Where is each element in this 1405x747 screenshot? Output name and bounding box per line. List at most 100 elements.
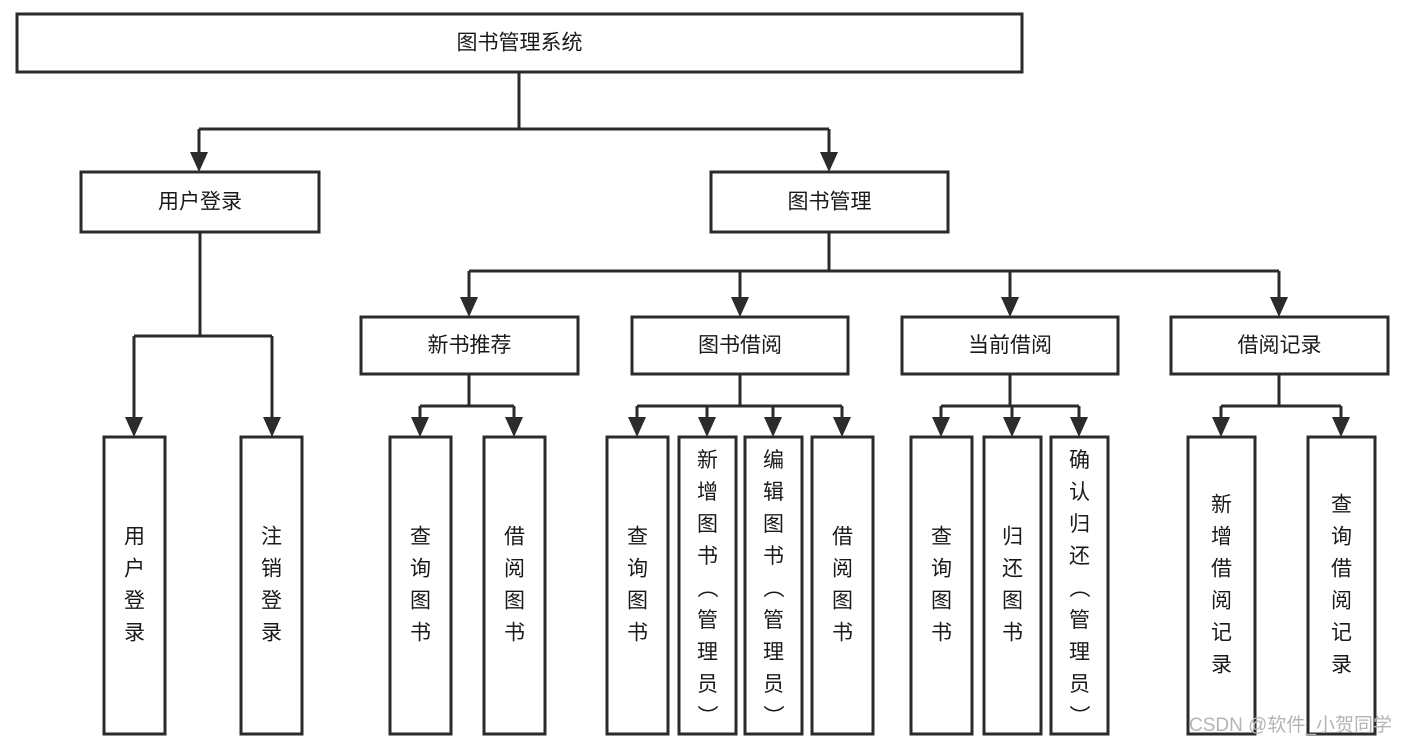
connector-line [820, 129, 838, 172]
arrow-head-icon [820, 152, 838, 172]
node-label: 查询图书 [410, 525, 431, 644]
node-box [239, 435, 304, 736]
node-box [743, 435, 804, 736]
node-label: 新增图书（管理员） [697, 449, 719, 728]
node-leaf-confirm-return[interactable]: 确认归还（管理员） [1049, 435, 1110, 736]
arrow-head-icon [833, 417, 851, 437]
node-box [1169, 315, 1390, 376]
node-leaf-query-book-2[interactable]: 查询图书 [605, 435, 670, 736]
connector-line [411, 406, 429, 437]
node-leaf-query-record[interactable]: 查询借阅记录 [1306, 435, 1377, 736]
node-box [605, 435, 670, 736]
arrow-head-icon [932, 417, 950, 437]
node-new-book-rec[interactable]: 新书推荐 [359, 315, 580, 376]
node-label: 用户登录 [158, 191, 242, 214]
node-book-borrow[interactable]: 图书借阅 [630, 315, 850, 376]
node-label: 图书借阅 [698, 334, 782, 357]
arrow-head-icon [505, 417, 523, 437]
connector-line [190, 129, 208, 172]
node-label: 归还图书 [1002, 525, 1023, 644]
node-box [482, 435, 547, 736]
node-current-borrow[interactable]: 当前借阅 [900, 315, 1120, 376]
connector-line [1270, 271, 1288, 317]
arrow-head-icon [125, 417, 143, 437]
node-label: 查询图书 [627, 525, 648, 644]
node-leaf-edit-book[interactable]: 编辑图书（管理员） [743, 435, 804, 736]
connector-line [125, 336, 143, 437]
node-label: 查询图书 [931, 525, 952, 644]
node-leaf-query-book-3[interactable]: 查询图书 [909, 435, 974, 736]
edge-layer [125, 72, 1350, 437]
connector-line [1332, 406, 1350, 437]
connector-line [505, 406, 523, 437]
node-borrow-record[interactable]: 借阅记录 [1169, 315, 1390, 376]
node-leaf-query-book-1[interactable]: 查询图书 [388, 435, 453, 736]
node-box [909, 435, 974, 736]
arrow-head-icon [1003, 417, 1021, 437]
connector-line [263, 336, 281, 437]
arrow-head-icon [698, 417, 716, 437]
arrow-head-icon [460, 297, 478, 317]
node-user-login[interactable]: 用户登录 [79, 170, 321, 234]
node-leaf-user-login[interactable]: 用户登录 [102, 435, 167, 736]
arrow-head-icon [1212, 417, 1230, 437]
connector-line [698, 406, 716, 437]
node-label: 新增借阅记录 [1211, 493, 1232, 676]
connector-line [1212, 406, 1230, 437]
arrow-head-icon [1270, 297, 1288, 317]
node-box [900, 315, 1120, 376]
node-label: 查询借阅记录 [1331, 493, 1352, 676]
node-label: 当前借阅 [968, 334, 1052, 357]
node-label: 图书管理系统 [457, 32, 583, 55]
node-leaf-add-record[interactable]: 新增借阅记录 [1186, 435, 1257, 736]
arrow-head-icon [731, 297, 749, 317]
watermark-label: CSDN @软件_小贺同学 [1189, 714, 1392, 736]
connector-line [833, 406, 851, 437]
node-label: 借阅记录 [1238, 334, 1322, 357]
node-leaf-borrow-book-1[interactable]: 借阅图书 [482, 435, 547, 736]
arrow-head-icon [1001, 297, 1019, 317]
node-label: 借阅图书 [504, 525, 525, 644]
node-label: 注销登录 [261, 525, 282, 644]
node-box [677, 435, 738, 736]
node-leaf-logout[interactable]: 注销登录 [239, 435, 304, 736]
connector-line [764, 406, 782, 437]
node-label: 确认归还（管理员） [1069, 449, 1091, 728]
arrow-head-icon [263, 417, 281, 437]
node-label: 新书推荐 [428, 334, 512, 357]
node-label: 用户登录 [124, 525, 145, 644]
node-box [630, 315, 850, 376]
node-label: 借阅图书 [832, 525, 853, 644]
connector-line [731, 271, 749, 317]
node-box [810, 435, 875, 736]
arrow-head-icon [764, 417, 782, 437]
node-box [1186, 435, 1257, 736]
connector-line [1001, 271, 1019, 317]
arrow-head-icon [190, 152, 208, 172]
node-layer: 图书管理系统用户登录图书管理新书推荐图书借阅当前借阅借阅记录用户登录注销登录查询… [15, 12, 1390, 736]
node-box [1049, 435, 1110, 736]
node-root[interactable]: 图书管理系统 [15, 12, 1024, 74]
node-box [15, 12, 1024, 74]
node-box [982, 435, 1043, 736]
node-leaf-return-book[interactable]: 归还图书 [982, 435, 1043, 736]
connector-line [1003, 406, 1021, 437]
node-label: 编辑图书（管理员） [763, 449, 785, 728]
arrow-head-icon [1332, 417, 1350, 437]
node-leaf-borrow-book-2[interactable]: 借阅图书 [810, 435, 875, 736]
arrow-head-icon [411, 417, 429, 437]
node-box [102, 435, 167, 736]
node-book-manage[interactable]: 图书管理 [709, 170, 950, 234]
node-box [709, 170, 950, 234]
node-leaf-add-book[interactable]: 新增图书（管理员） [677, 435, 738, 736]
node-box [388, 435, 453, 736]
connector-line [1070, 406, 1088, 437]
connector-line [460, 271, 478, 317]
node-label: 图书管理 [788, 191, 872, 214]
connector-line [932, 406, 950, 437]
arrow-head-icon [628, 417, 646, 437]
node-box [359, 315, 580, 376]
node-box [79, 170, 321, 234]
